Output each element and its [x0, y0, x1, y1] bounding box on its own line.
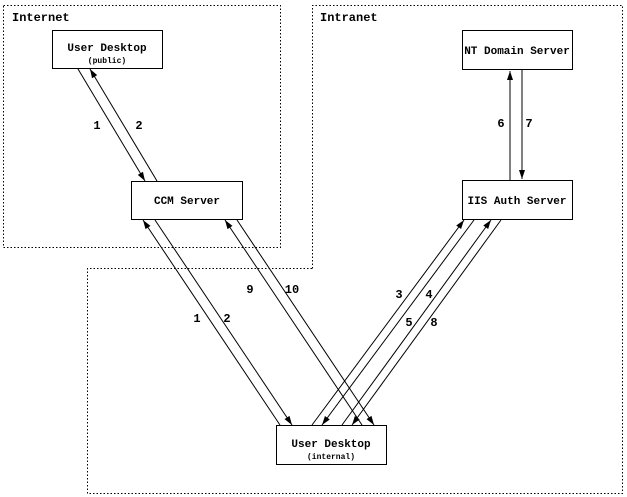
user-desktop-internal-title: User Desktop: [291, 439, 371, 451]
nt-domain-server-title: NT Domain Server: [464, 46, 570, 58]
ccm-server-box: [131, 181, 243, 220]
node-nt-domain-server: NT Domain Server: [462, 30, 573, 70]
iis-auth-server-title: IIS Auth Server: [467, 196, 566, 208]
flow-2-public-line: [89, 68, 158, 182]
flow-label-3: 3: [395, 288, 402, 302]
flow-1-internal-line: [142, 219, 281, 426]
node-user-desktop-internal: User Desktop (internal): [276, 425, 387, 465]
node-ccm-server: CCM Server: [131, 181, 243, 220]
flow-10-line: [236, 219, 375, 426]
flow-5-line: [341, 219, 492, 426]
flow-label-4: 4: [425, 288, 432, 302]
ccm-server-title: CCM Server: [154, 196, 220, 208]
intranet-zone-label: Intranet: [320, 11, 378, 25]
flow-label-1-public: 1: [93, 119, 100, 133]
flow-label-7: 7: [525, 117, 532, 131]
user-desktop-public-title: User Desktop: [67, 43, 147, 55]
internet-zone-border: [3, 5, 281, 248]
flow-8-line: [351, 219, 502, 426]
nt-domain-server-box: [462, 30, 573, 70]
flow-4-line: [321, 219, 475, 426]
flow-label-10: 10: [285, 283, 299, 297]
flow-label-1-internal: 1: [193, 312, 200, 326]
flow-2-internal-line: [154, 219, 293, 426]
intranet-zone-border: [87, 5, 623, 494]
user-desktop-internal-box: [276, 425, 387, 465]
iis-auth-server-box: [462, 180, 573, 220]
flow-3-line: [311, 219, 465, 426]
internet-zone-label: Internet: [12, 11, 70, 25]
node-iis-auth-server: IIS Auth Server: [462, 180, 573, 220]
flow-label-6: 6: [497, 117, 504, 131]
flow-1-public-line: [77, 68, 146, 182]
flow-9-line: [224, 219, 363, 426]
flow-label-2-public: 2: [135, 119, 142, 133]
flow-label-2-internal: 2: [223, 312, 230, 326]
node-user-desktop-public: User Desktop (public): [52, 30, 163, 69]
flow-label-8: 8: [430, 316, 437, 330]
user-desktop-public-subtitle: (public): [88, 57, 126, 66]
user-desktop-public-box: [52, 30, 163, 69]
flow-label-9: 9: [246, 283, 253, 297]
user-desktop-internal-subtitle: (internal): [307, 453, 355, 462]
flow-label-5: 5: [405, 316, 412, 330]
